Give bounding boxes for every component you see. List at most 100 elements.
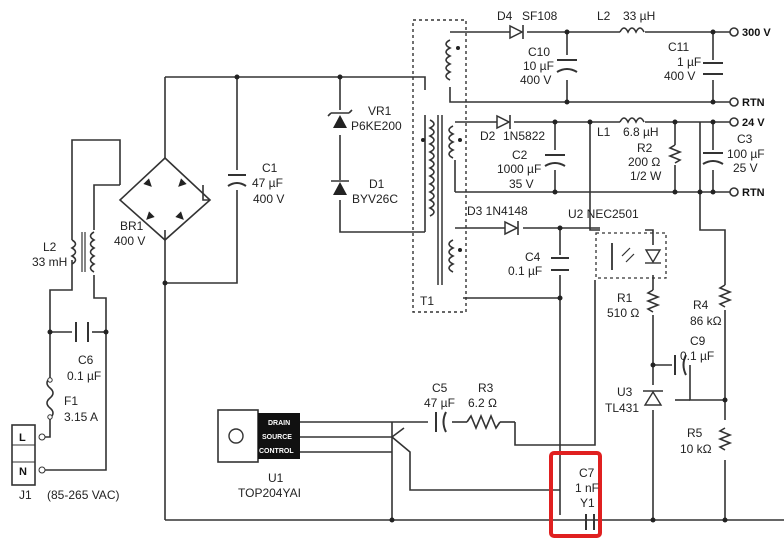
label-c6-value: 0.1 µF [67, 369, 101, 383]
label-pin-n: N [19, 466, 27, 478]
label-c3: C3 [737, 132, 753, 146]
label-c9-value: 0.1 µF [680, 349, 714, 363]
label-c10-value-1: 10 µF [523, 59, 554, 73]
label-r1-value: 510 Ω [607, 306, 639, 320]
label-c2-value-1: 1000 µF [497, 162, 541, 176]
label-pin-l: L [19, 432, 26, 444]
label-r2-value-2: 1/2 W [630, 169, 662, 183]
resistor-r5 [717, 427, 733, 451]
resistor-r3 [466, 413, 501, 431]
inductor-l1 [619, 117, 645, 124]
connector-j1 [11, 424, 46, 486]
output-terminals [729, 27, 739, 197]
label-t1: T1 [420, 294, 434, 308]
optocoupler-u2 [595, 232, 667, 279]
label-rtn-1: RTN [742, 97, 765, 109]
label-c1: C1 [262, 161, 278, 175]
label-d2-part: 1N5822 [503, 129, 545, 143]
label-c11: C11 [668, 40, 689, 54]
label-c2: C2 [512, 148, 528, 162]
ic-u1-package [217, 409, 300, 463]
label-c11-value-1: 1 µF [677, 55, 701, 69]
label-br1-value: 400 V [114, 234, 145, 248]
shunt-regulator-u3 [643, 390, 663, 406]
label-c1-value-2: 400 V [253, 192, 284, 206]
label-d2: D2 [480, 129, 496, 143]
capacitor-c10 [556, 59, 578, 73]
label-c7: C7 [579, 466, 595, 480]
label-l1: L1 [597, 125, 611, 139]
diode-d2 [496, 114, 511, 130]
label-l1-value: 6.8 µH [623, 125, 659, 139]
inductor-l2-left-b [70, 239, 77, 265]
inductor-l2-left [89, 231, 96, 273]
label-c2-value-2: 35 V [509, 177, 534, 191]
resistor-r1 [645, 289, 661, 313]
capacitor-c11 [703, 62, 723, 75]
label-u1-part: TOP204YAI [238, 486, 301, 500]
resistor-r4 [717, 284, 733, 308]
capacitor-c3 [702, 152, 724, 165]
label-f1: F1 [64, 394, 78, 408]
label-pin-control: CONTROL [259, 448, 294, 455]
label-r5: R5 [687, 426, 703, 440]
zener-vr1 [327, 109, 353, 128]
label-c9: C9 [690, 334, 706, 348]
highlight-box-c7 [549, 451, 602, 538]
label-r3: R3 [478, 381, 494, 395]
label-r1: R1 [617, 291, 633, 305]
label-c10-value-2: 400 V [520, 73, 551, 87]
junction-dots [47, 29, 728, 523]
label-u2: U2 NEC2501 [568, 207, 639, 221]
label-d1: D1 [369, 177, 385, 191]
label-c10: C10 [528, 45, 550, 59]
label-r2: R2 [637, 141, 653, 155]
label-r2-value-1: 200 Ω [628, 155, 660, 169]
label-c1-value-1: 47 µF [252, 176, 283, 190]
label-r5-value: 10 kΩ [680, 442, 712, 456]
label-br1: BR1 [120, 219, 144, 233]
label-r4-value: 86 kΩ [690, 314, 722, 328]
capacitor-c2 [544, 154, 566, 167]
label-c7-rating: Y1 [580, 496, 595, 510]
label-r3-value: 6.2 Ω [468, 396, 497, 410]
capacitor-c4 [551, 257, 569, 271]
resistor-r2 [667, 144, 683, 164]
label-pin-source: SOURCE [262, 434, 292, 441]
label-24v: 24 V [742, 117, 765, 129]
label-300v: 300 V [742, 27, 771, 39]
transformer-windings [421, 39, 462, 285]
label-c6: C6 [78, 353, 94, 367]
diode-d4 [509, 24, 524, 40]
label-l2-left-value: 33 mH [32, 255, 67, 269]
label-l2-top-value: 33 µH [623, 9, 655, 23]
label-r4: R4 [693, 298, 709, 312]
label-vac: (85-265 VAC) [47, 488, 119, 502]
label-rtn-2: RTN [742, 187, 765, 199]
label-c4-value: 0.1 µF [508, 264, 542, 278]
label-c11-value-2: 400 V [664, 69, 695, 83]
bridge-rectifier-br1 [118, 156, 212, 242]
label-c7-value: 1 nF [575, 481, 599, 495]
wires [42, 31, 784, 521]
label-f1-value: 3.15 A [64, 410, 98, 424]
label-c5: C5 [432, 381, 448, 395]
label-c5-value: 47 µF [424, 396, 455, 410]
transformer-t1-outline [412, 19, 467, 313]
label-u3-part: TL431 [605, 401, 639, 415]
capacitor-c5 [435, 411, 447, 433]
diode-d3 [504, 220, 519, 236]
label-l2-top: L2 [597, 9, 611, 23]
diode-d1 [331, 180, 349, 195]
label-c4: C4 [525, 250, 541, 264]
inductor-l2-top [619, 27, 645, 34]
label-vr1: VR1 [368, 104, 392, 118]
label-d4: D4 [497, 9, 513, 23]
label-c3-value-1: 100 µF [727, 147, 765, 161]
label-l2-left: L2 [43, 240, 57, 254]
label-sf108: SF108 [522, 9, 558, 23]
fuse-f1 [46, 377, 54, 419]
capacitor-c9 [674, 354, 687, 376]
capacitor-c7 [585, 514, 595, 530]
